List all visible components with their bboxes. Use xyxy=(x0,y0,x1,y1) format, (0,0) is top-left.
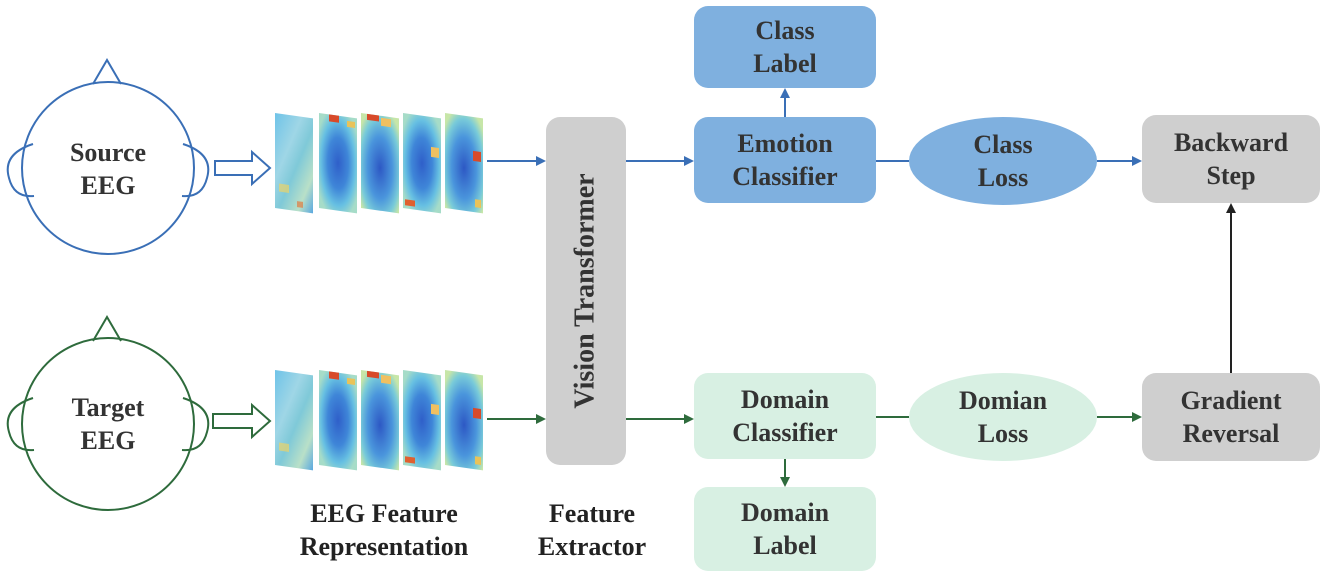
domain-label-box xyxy=(694,487,876,571)
vision-transformer-label-wrap: Vision Transformer xyxy=(546,117,626,465)
target-feature-map-3 xyxy=(361,370,399,471)
class-label-box xyxy=(694,6,876,88)
emotion-classifier-box xyxy=(694,117,876,203)
domian-loss-text: Domian Loss xyxy=(958,386,1048,448)
source-head-icon xyxy=(6,58,210,255)
target-feature-map-2 xyxy=(319,370,357,471)
class-loss-ellipse xyxy=(909,117,1097,205)
source-eeg-label: Source EEG xyxy=(69,138,147,200)
source-feature-map-2 xyxy=(319,113,357,214)
domain-classifier-box xyxy=(694,373,876,459)
backward-step-box xyxy=(1142,115,1320,203)
source-feature-map-1 xyxy=(275,113,313,214)
target-feature-map-5 xyxy=(445,370,483,471)
target-head-icon xyxy=(6,315,210,511)
eeg-feature-caption: EEG Feature Representation xyxy=(299,499,469,561)
target-feature-map-1 xyxy=(275,370,313,471)
source-hollow-arrow-icon xyxy=(214,149,272,187)
emotion-classifier-text: Emotion Classifier xyxy=(732,129,838,191)
gradient-reversal-text: Gradient Reversal xyxy=(1180,386,1282,448)
connectors xyxy=(487,88,1236,487)
source-feature-map-4 xyxy=(403,113,441,214)
class-loss-text: Class Loss xyxy=(973,130,1033,192)
source-feature-maps xyxy=(275,113,483,214)
vision-transformer-label: Vision Transformer xyxy=(570,173,602,409)
target-eeg-label: Target EEG xyxy=(71,393,145,455)
vision-transformer-box xyxy=(546,117,626,465)
target-feature-map-4 xyxy=(403,370,441,471)
domian-loss-ellipse xyxy=(909,373,1097,461)
gradient-reversal-box xyxy=(1142,373,1320,461)
domain-classifier-text: Domain Classifier xyxy=(732,385,838,447)
domain-label-text: Domain Label xyxy=(740,498,830,560)
feature-extractor-caption: Feature Extractor xyxy=(537,499,647,561)
source-feature-map-3 xyxy=(361,113,399,214)
backward-step-text: Backward Step xyxy=(1173,128,1289,190)
class-label-text: Class Label xyxy=(753,16,817,78)
source-feature-map-5 xyxy=(445,113,483,214)
target-hollow-arrow-icon xyxy=(212,402,272,440)
target-feature-maps xyxy=(275,370,483,471)
